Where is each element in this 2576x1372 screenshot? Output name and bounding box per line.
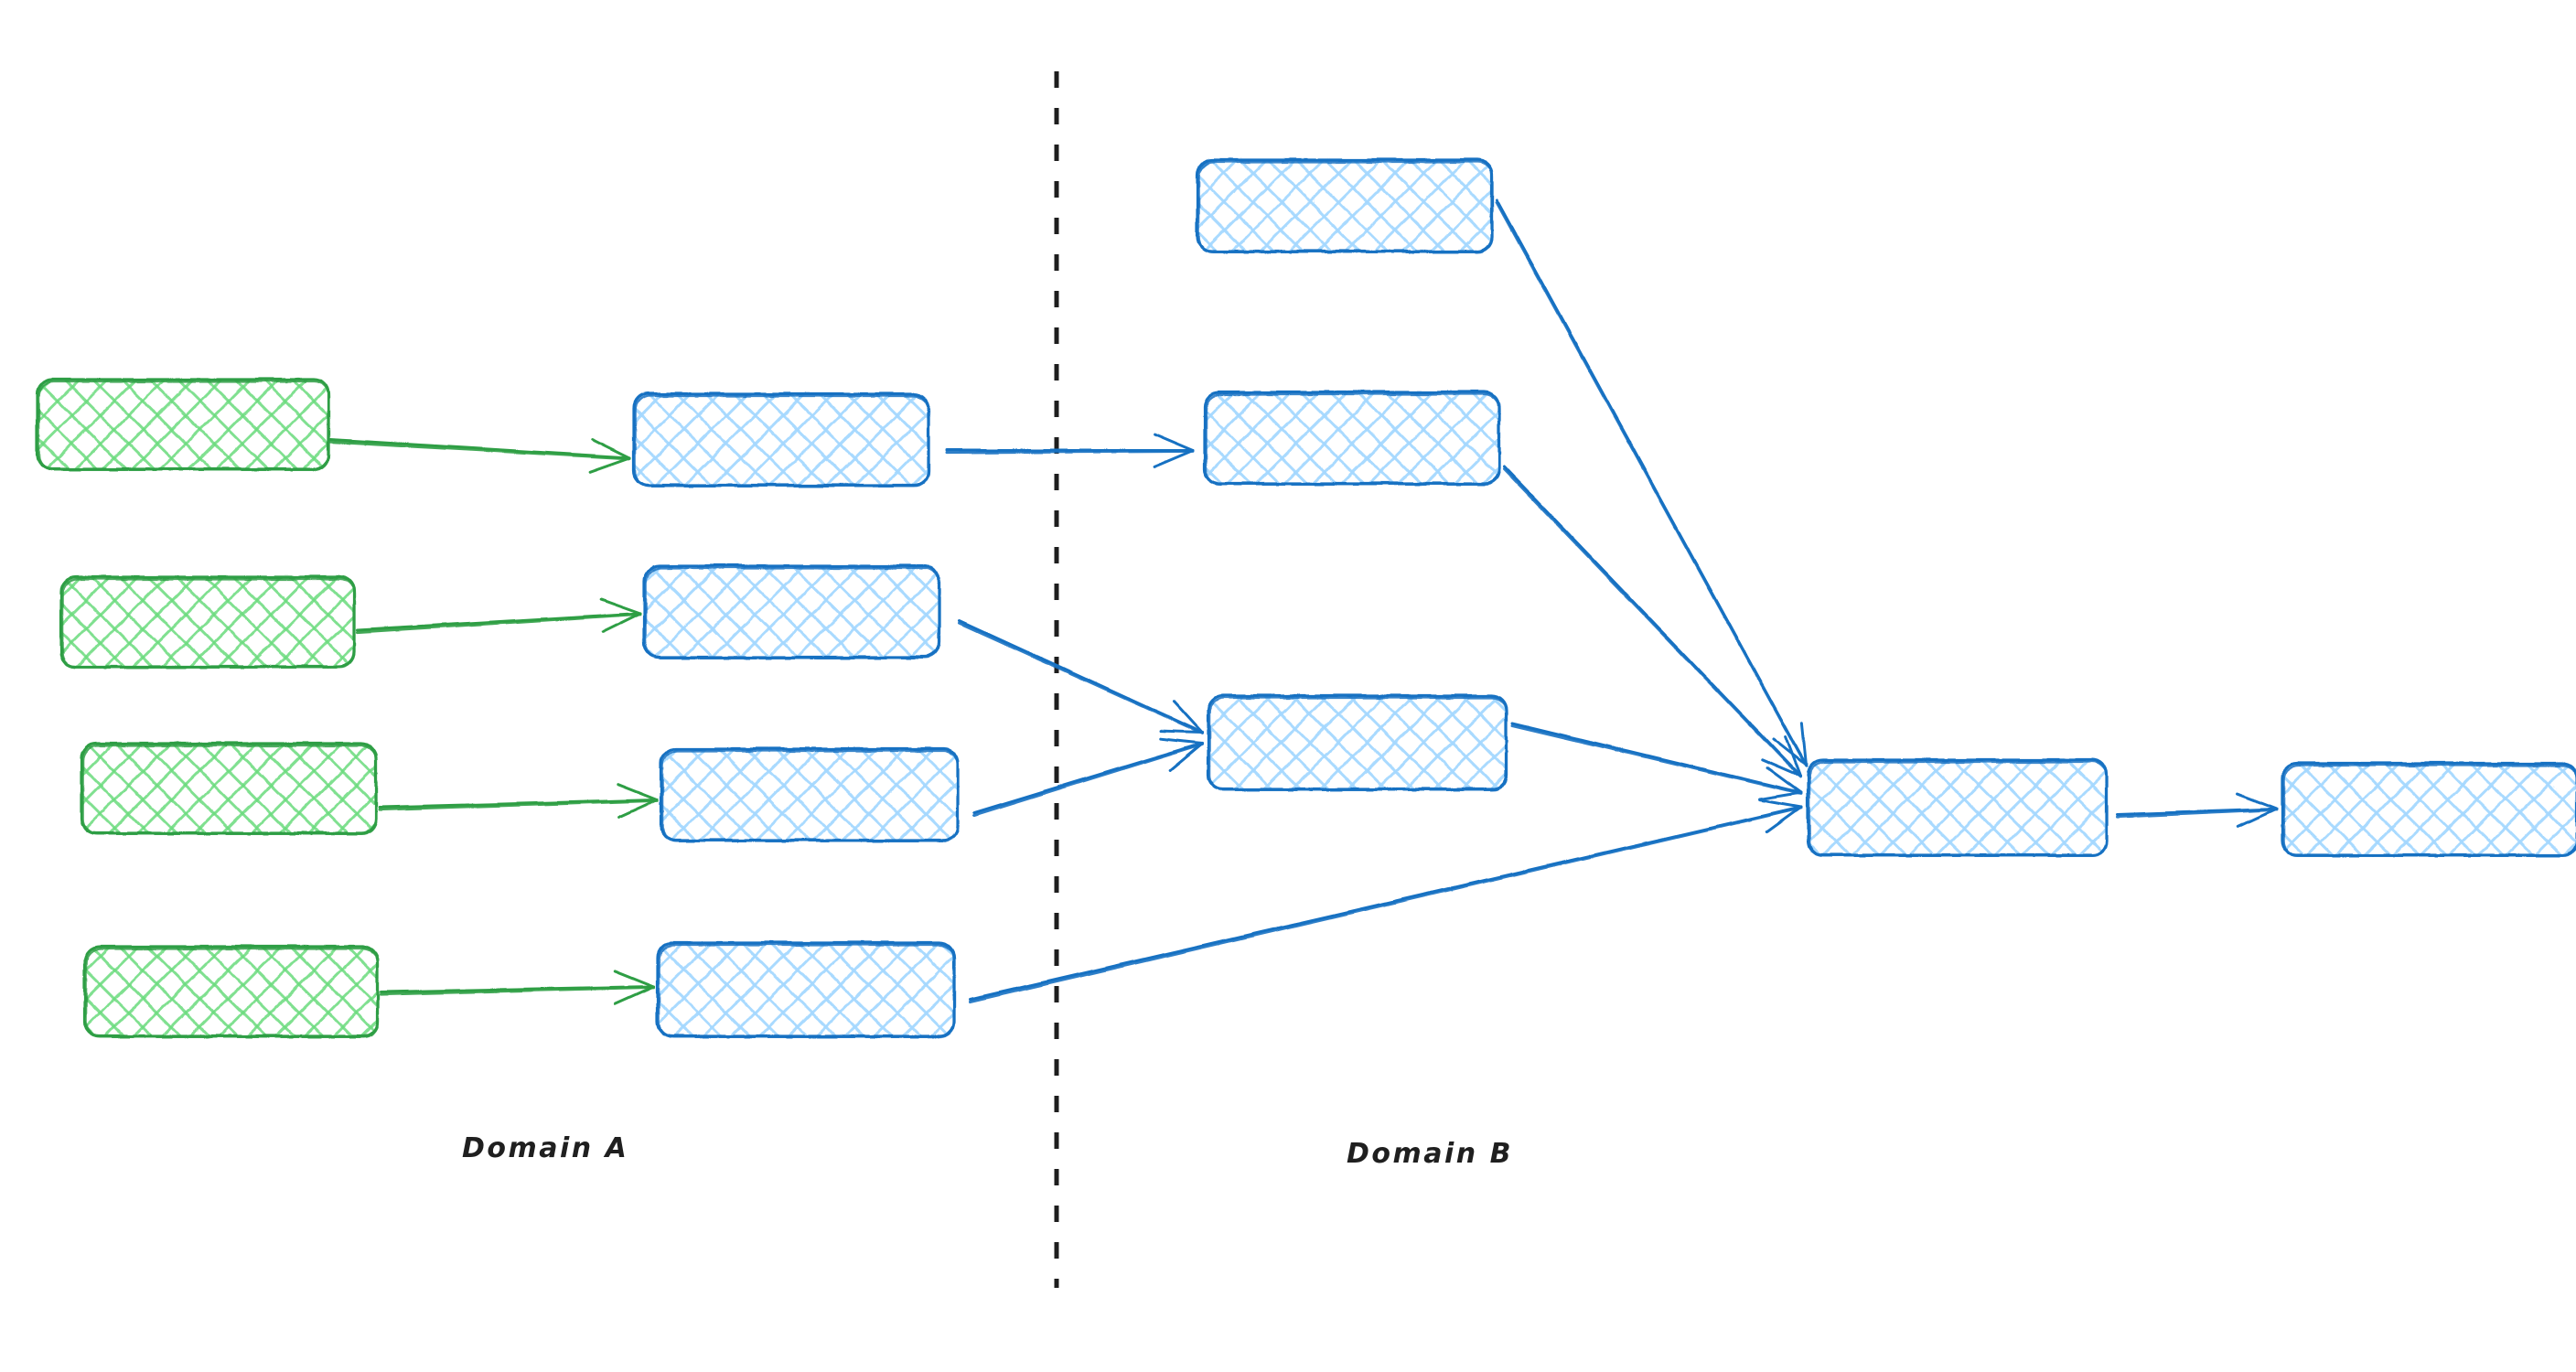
edge-a-mid-2-to-b-mid <box>957 618 1204 734</box>
edge-b-merge-to-b-out <box>2115 792 2278 828</box>
node-b-out[interactable] <box>2280 761 2576 856</box>
edge-a-mid-3-to-b-mid <box>971 736 1204 817</box>
edge-a-src-1-to-a-mid-1 <box>327 437 631 473</box>
node-a-src-4[interactable] <box>82 944 379 1038</box>
nodes-layer <box>35 157 2576 1038</box>
node-b-upper[interactable] <box>1202 390 1500 485</box>
edge-b-mid-to-b-merge <box>1509 721 1802 801</box>
node-a-src-2[interactable] <box>59 574 355 669</box>
edge-a-mid-4-to-b-merge <box>968 798 1802 1003</box>
edge-b-upper-to-b-merge <box>1502 465 1802 778</box>
edge-a-mid-1-to-b-upper <box>944 432 1195 468</box>
node-a-src-1[interactable] <box>35 377 329 470</box>
label-domain-b: Domain B <box>1347 1138 1513 1170</box>
node-b-merge[interactable] <box>1806 757 2108 857</box>
node-a-mid-2[interactable] <box>642 563 940 659</box>
edge-a-src-4-to-a-mid-4 <box>379 969 655 1005</box>
node-b-mid[interactable] <box>1206 693 1508 791</box>
edge-a-src-2-to-a-mid-2 <box>355 597 642 634</box>
node-a-src-3[interactable] <box>79 741 377 835</box>
label-domain-a: Domain A <box>462 1132 629 1164</box>
node-a-mid-3[interactable] <box>659 746 959 842</box>
edge-b-top-to-b-merge <box>1495 198 1808 767</box>
node-a-mid-1[interactable] <box>631 391 929 487</box>
edges-layer <box>327 198 2278 1005</box>
edge-a-src-3-to-a-mid-3 <box>377 782 659 819</box>
node-b-top[interactable] <box>1195 157 1493 252</box>
node-a-mid-4[interactable] <box>655 940 955 1038</box>
